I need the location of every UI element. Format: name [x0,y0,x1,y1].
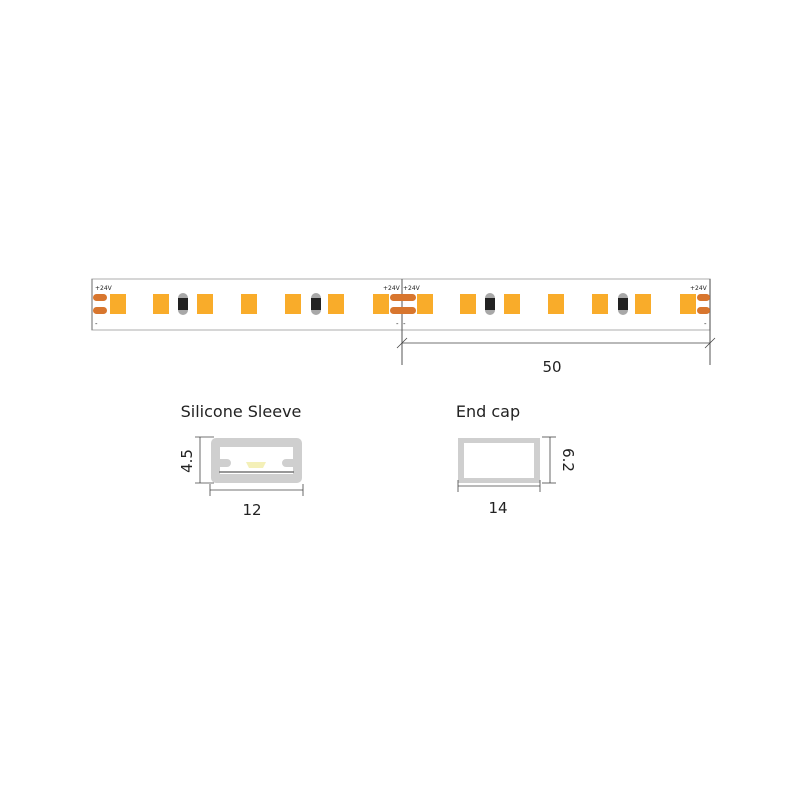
led-chip [373,294,389,314]
minus-label-left: - [95,320,98,328]
led-chip [153,294,169,314]
led-chip [417,294,433,314]
led-chip [680,294,696,314]
minus-label-mid-right: - [403,320,406,328]
solder-pad [93,307,107,314]
led-chip [285,294,301,314]
led-chip [110,294,126,314]
endcap-dimensions [457,436,556,492]
endcap-inner [464,443,534,478]
minus-label-right: - [704,320,707,328]
led-chip [504,294,520,314]
sleeve-dimensions [195,436,304,496]
led-chip [548,294,564,314]
endcap-title: End cap [456,402,520,421]
solder-pad [390,294,416,301]
endcap-width-label: 14 [488,499,507,517]
led-strip: +24V +24V +24V +24V - - - - [91,278,711,365]
endcap-height-label: 6.2 [559,448,577,472]
voltage-label-left: +24V [95,285,113,292]
minus-label-mid-left: - [396,320,399,328]
resistor [178,298,188,310]
resistor [311,298,321,310]
led-chip [328,294,344,314]
led-chip [635,294,651,314]
solder-pad [390,307,416,314]
led-chip [241,294,257,314]
resistor [618,298,628,310]
resistor [485,298,495,310]
solder-pad [697,294,710,301]
sleeve-title: Silicone Sleeve [181,402,302,421]
sleeve-cross-section [211,438,302,483]
voltage-label-right: +24V [690,285,708,292]
voltage-label-mid-right: +24V [403,285,421,292]
led-chip [460,294,476,314]
length-dimension [396,337,716,349]
solder-pad [93,294,107,301]
led-chip [592,294,608,314]
sleeve-height-label: 4.5 [178,449,196,473]
length-label: 50 [542,358,561,376]
solder-pad [697,307,710,314]
led-chip [197,294,213,314]
voltage-label-mid-left: +24V [383,285,401,292]
led-chip-icon [246,462,266,468]
sleeve-width-label: 12 [242,501,261,519]
